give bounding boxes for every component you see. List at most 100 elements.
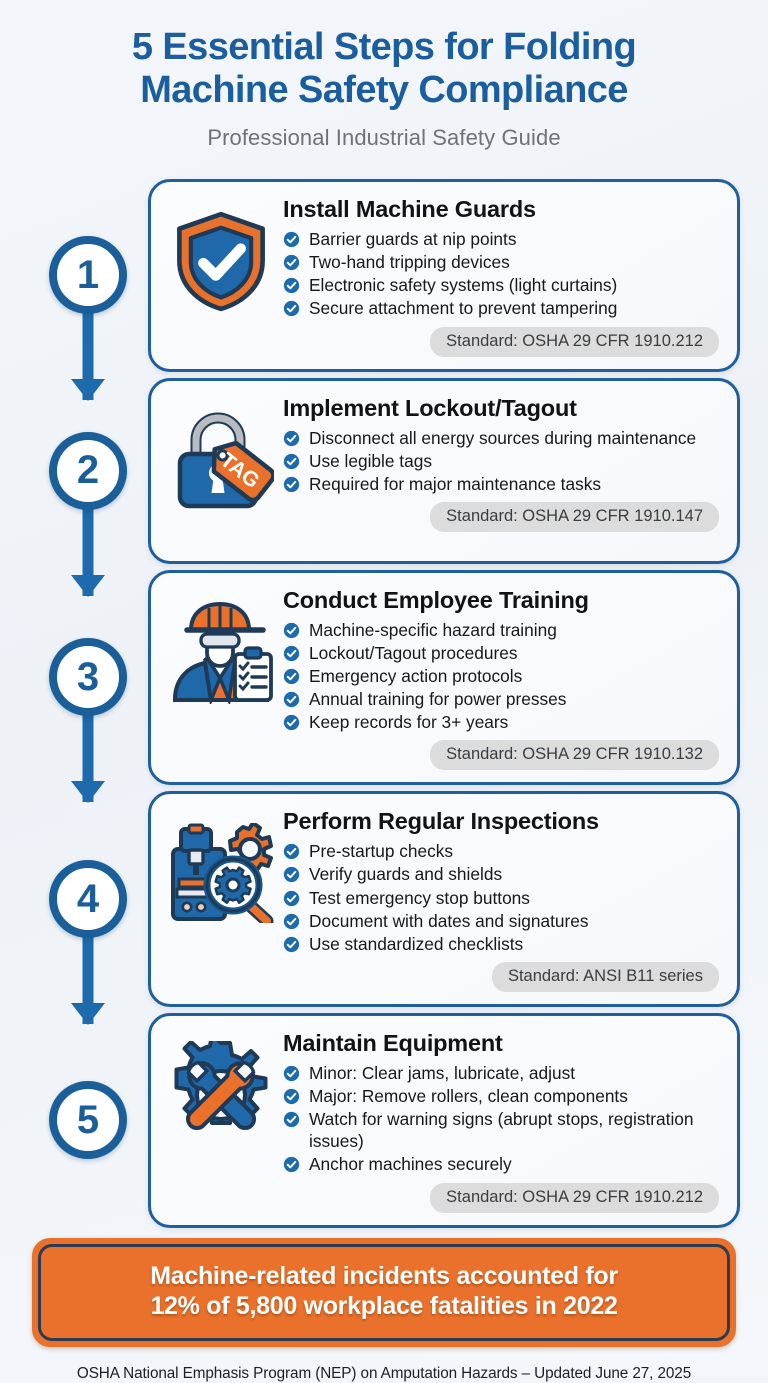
step-rail: 3 — [28, 570, 148, 804]
page-header: 5 Essential Steps for Folding Machine Sa… — [0, 0, 768, 157]
machine-magnifier-gear-icon — [165, 808, 277, 928]
step-rail: 5 — [28, 1013, 148, 1228]
step-rail: 1 — [28, 179, 148, 402]
page-title-line2: Machine Safety Compliance — [140, 68, 628, 111]
step-bullet: Disconnect all energy sources during mai… — [283, 427, 719, 449]
step-bullet: Secure attachment to prevent tampering — [283, 297, 719, 319]
step-bullet: Electronic safety systems (light curtain… — [283, 274, 719, 296]
step-bullet: Use standardized checklists — [283, 933, 719, 955]
check-circle-icon — [283, 277, 300, 294]
step-title: Maintain Equipment — [283, 1029, 503, 1056]
statistic-banner-inner: Machine-related incidents accounted for … — [38, 1243, 730, 1341]
step-bullet: Verify guards and shields — [283, 863, 719, 885]
standard-badge: Standard: OSHA 29 CFR 1910.212 — [430, 1182, 719, 1213]
banner-line-1: Machine-related incidents accounted for — [150, 1261, 618, 1290]
step-number: 4 — [76, 876, 100, 921]
step-number-badge: 2 — [49, 431, 127, 510]
check-circle-icon — [283, 866, 300, 883]
step-bullet: Machine-specific hazard training — [283, 619, 719, 641]
check-circle-icon — [283, 1065, 300, 1082]
step-bullet-text: Required for major maintenance tasks — [309, 473, 602, 494]
step-row: 3 Conduct Employee Training — [28, 569, 740, 804]
step-bullet-list: Machine-specific hazard training Lockout… — [283, 619, 719, 734]
step-title: Conduct Employee Training — [283, 586, 589, 613]
step-title: Install Machine Guards — [283, 196, 536, 223]
step-bullet-text: Use standardized checklists — [309, 933, 524, 954]
standard-badge-row: Standard: OSHA 29 CFR 1910.212 — [283, 1182, 719, 1213]
step-bullet-text: Minor: Clear jams, lubricate, adjust — [309, 1062, 576, 1083]
standard-badge: Standard: ANSI B11 series — [491, 961, 719, 992]
step-card[interactable]: Conduct Employee Training Machine-specif… — [148, 569, 740, 786]
step-bullet-list: Minor: Clear jams, lubricate, adjust Maj… — [283, 1062, 719, 1176]
step-connector-line — [82, 470, 94, 596]
step-bullet-text: Use legible tags — [309, 450, 432, 471]
step-bullet: Minor: Clear jams, lubricate, adjust — [283, 1062, 719, 1084]
step-bullet-text: Annual training for power presses — [309, 689, 567, 709]
check-circle-icon — [283, 476, 300, 493]
page-title: 5 Essential Steps for Folding Machine Sa… — [36, 26, 732, 111]
step-card[interactable]: Maintain Equipment Minor: Clear jams, lu… — [148, 1012, 740, 1228]
step-number-badge: 4 — [49, 860, 127, 939]
step-bullet-text: Major: Remove rollers, clean components — [309, 1086, 628, 1107]
step-content: Perform Regular Inspections Pre-startup … — [277, 808, 719, 992]
step-card[interactable]: Install Machine Guards Barrier guards at… — [148, 179, 740, 372]
standard-badge-row: Standard: ANSI B11 series — [283, 961, 719, 992]
step-content: Conduct Employee Training Machine-specif… — [277, 587, 719, 771]
step-content: Install Machine Guards Barrier guards at… — [277, 196, 719, 357]
check-circle-icon — [283, 1111, 300, 1128]
step-bullet-text: Keep records for 3+ years — [309, 712, 509, 733]
banner-line-2: 12% of 5,800 workplace fatalities in 202… — [150, 1292, 618, 1321]
step-bullet: Keep records for 3+ years — [283, 711, 719, 733]
step-connector-line — [82, 677, 94, 803]
step-number: 3 — [76, 654, 100, 699]
check-circle-icon — [283, 1088, 300, 1105]
step-bullet-text: Disconnect all energy sources during mai… — [309, 427, 697, 448]
page-subtitle: Professional Industrial Safety Guide — [207, 125, 561, 151]
step-number: 1 — [76, 252, 100, 297]
step-connector-arrow — [71, 574, 105, 597]
step-bullet-text: Barrier guards at nip points — [309, 229, 517, 250]
step-bullet-text: Machine-specific hazard training — [309, 619, 557, 640]
statistic-banner-wrap: Machine-related incidents accounted for … — [0, 1234, 768, 1347]
standard-badge: Standard: OSHA 29 CFR 1910.212 — [430, 326, 719, 357]
step-row: 1 Install Machine Guards Barrier guards … — [28, 179, 740, 402]
step-rail: 2 — [28, 378, 148, 597]
step-bullet: Test emergency stop buttons — [283, 887, 719, 909]
standard-badge-row: Standard: OSHA 29 CFR 1910.147 — [283, 502, 719, 532]
check-circle-icon — [283, 254, 300, 271]
page-title-line1: 5 Essential Steps for Folding — [131, 26, 637, 68]
step-content: Implement Lockout/Tagout Disconnect all … — [277, 395, 719, 532]
check-circle-icon — [283, 890, 300, 907]
step-number-badge: 5 — [49, 1081, 127, 1160]
footnote: OSHA National Emphasis Program (NEP) on … — [76, 1364, 692, 1382]
step-number: 5 — [76, 1097, 100, 1142]
step-number-badge: 3 — [49, 638, 127, 717]
step-number-badge: 1 — [49, 236, 127, 315]
step-bullet: Emergency action protocols — [283, 665, 719, 687]
steps-list: 1 Install Machine Guards Barrier guards … — [0, 179, 768, 1228]
step-row: 4 Perform Regular Ins — [28, 791, 740, 1026]
step-bullet-text: Secure attachment to prevent tampering — [309, 298, 618, 319]
step-bullet: Anchor machines securely — [283, 1153, 719, 1175]
step-card[interactable]: TAG Implement Lockout/Tagout Disconnect … — [148, 377, 740, 564]
step-bullet: Pre-startup checks — [283, 840, 719, 862]
check-circle-icon — [283, 913, 300, 930]
step-bullet: Major: Remove rollers, clean components — [283, 1085, 719, 1107]
step-card[interactable]: Perform Regular Inspections Pre-startup … — [148, 791, 740, 1007]
step-bullet-list: Disconnect all energy sources during mai… — [283, 427, 719, 495]
step-bullet: Use legible tags — [283, 450, 719, 472]
step-content: Maintain Equipment Minor: Clear jams, lu… — [277, 1030, 719, 1213]
step-connector-line — [82, 899, 94, 1025]
step-bullet-text: Electronic safety systems (light curtain… — [309, 275, 618, 296]
standard-badge: Standard: OSHA 29 CFR 1910.147 — [430, 502, 719, 532]
check-circle-icon — [283, 645, 300, 662]
step-bullet-text: Two-hand tripping devices — [309, 252, 510, 273]
check-circle-icon — [283, 622, 300, 639]
step-row: 5 Maintain Equipment Minor: Clear jams, … — [28, 1012, 740, 1228]
statistic-banner: Machine-related incidents accounted for … — [32, 1237, 736, 1347]
step-bullet-text: Pre-startup checks — [309, 841, 454, 862]
step-rail: 4 — [28, 791, 148, 1026]
step-connector-line — [82, 275, 94, 401]
check-circle-icon — [283, 430, 300, 447]
step-bullet: Document with dates and signatures — [283, 910, 719, 932]
